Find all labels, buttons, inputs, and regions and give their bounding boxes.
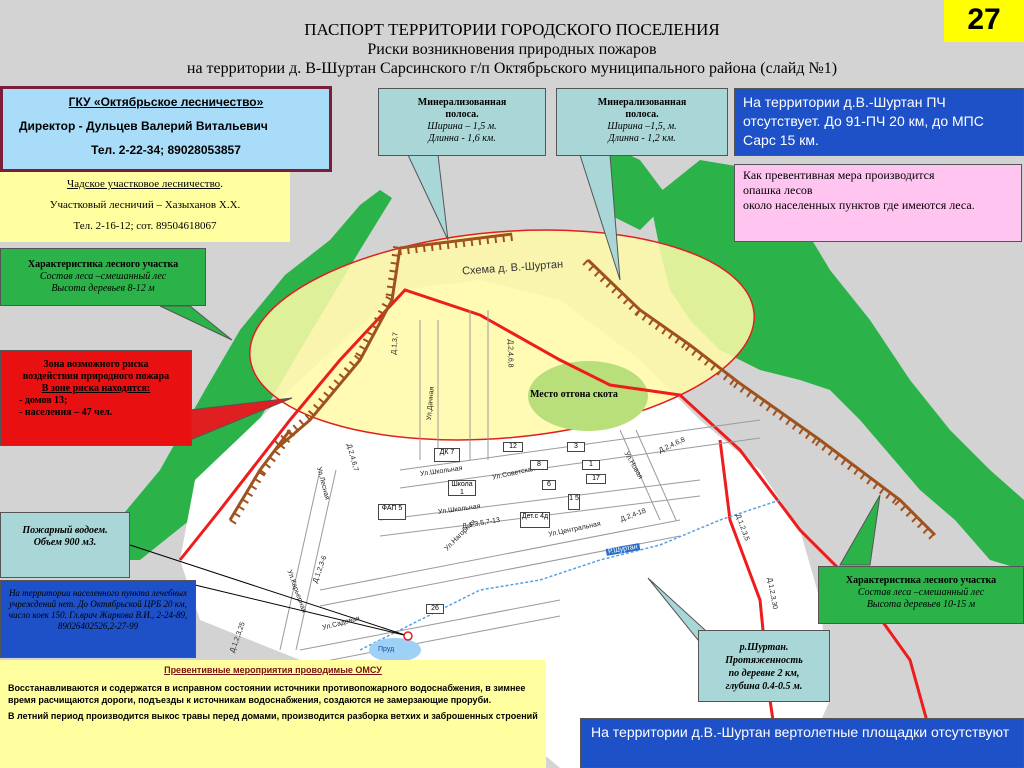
pasture-area <box>528 361 648 431</box>
firebreak-ticks <box>229 233 935 540</box>
omsu-paragraph-2: В летний период производится выкос травы… <box>8 711 538 721</box>
district-forestry-box: Чадское участковое лесничество. Участков… <box>0 172 290 242</box>
river-length: по деревне 2 км, <box>728 668 800 679</box>
omsu-prevention-box: Превентивные мероприятия проводимые ОМСУ… <box>0 660 546 768</box>
fire-pond-marker <box>403 631 413 641</box>
forest-left-height: Высота деревьев 8-12 м <box>51 283 155 294</box>
building-fap: ФАП 5 <box>378 504 406 520</box>
forest-left-pointer <box>159 305 233 341</box>
strip1-length: Длинна - 1,6 км. <box>428 133 496 144</box>
strip1-width: Ширина – 1,5 м. <box>427 121 497 132</box>
strip2-width: Ширина –1,5, м. <box>607 121 677 132</box>
river-name: р.Шуртан. <box>739 642 789 653</box>
forest-right <box>650 160 1024 570</box>
page-title: ПАСПОРТ ТЕРРИТОРИИ ГОРОДСКОГО ПОСЕЛЕНИЯ <box>304 20 720 39</box>
river-line <box>359 499 781 651</box>
slide-number: 27 <box>944 0 1024 42</box>
prevention-line3: около населенных пунктов где имеются лес… <box>743 198 975 212</box>
building-8: 8 <box>530 460 548 470</box>
building-kindergarten: Дет.с 4д <box>520 512 550 528</box>
district-forestry-phone: Тел. 2-16-12; сот. 89504618067 <box>73 220 217 232</box>
forest-right-title: Характеристика лесного участка <box>845 575 997 586</box>
forestry-director: Директор - Дульцев Валерий Витальевич <box>19 119 268 133</box>
pond <box>369 638 421 662</box>
district-forester: Участковый лесничий – Хазыханов Х.Х. <box>49 199 241 211</box>
forest-characteristics-left: Характеристика лесного участка Состав ле… <box>0 248 206 306</box>
fire-station-text: На территории д.В.-Шуртан ПЧ отсутствует… <box>743 94 984 148</box>
strip2-length: Длинна - 1,2 км. <box>608 133 676 144</box>
building-12: 12 <box>503 442 523 452</box>
building-1: 1 <box>582 460 600 470</box>
strip2-title1: Минерализованная <box>597 97 687 108</box>
pond-connector <box>129 544 409 637</box>
fire-pond-callout: Пожарный водоем. Объем 900 м3. <box>0 512 130 578</box>
forest-right-pointer <box>839 494 881 566</box>
building-6: 6 <box>542 480 556 490</box>
pasture-label: Место отгона скота <box>530 389 618 400</box>
helipad-box: На территории д.В.-Шуртан вертолетные пл… <box>580 718 1024 768</box>
river-depth: глубина 0.4-0.5 м. <box>725 681 803 692</box>
omsu-title: Превентивные мероприятия проводимые ОМСУ <box>164 665 382 675</box>
river-length-label: Протяженность <box>725 655 803 666</box>
risk-zone-box: Зона возможного риска воздействия природ… <box>0 350 192 446</box>
forestry-phone: Тел. 2-22-34; 89028053857 <box>91 143 241 157</box>
header: ПАСПОРТ ТЕРРИТОРИИ ГОРОДСКОГО ПОСЕЛЕНИЯ … <box>0 0 1024 86</box>
strip1-pointer <box>407 154 449 241</box>
mineralized-strip-1-callout: Минерализованная полоса. Ширина – 1,5 м.… <box>378 88 546 156</box>
strip1-title1: Минерализованная <box>417 97 507 108</box>
prevention-line2: опашка лесов <box>743 183 813 197</box>
mineralized-strip-2-callout: Минерализованная полоса. Ширина –1,5, м.… <box>556 88 728 156</box>
strip2-title2: полоса. <box>625 109 659 120</box>
risk-zone-population: - населения – 47 чел. <box>19 407 113 418</box>
building-15: 1 5 <box>568 494 580 510</box>
page-subtitle-location: на территории д. В-Шуртан Сарсинского г/… <box>186 60 838 77</box>
medical-text: На территории населенного пункта лечебны… <box>8 588 188 631</box>
forest-right-height: Высота деревьев 10-15 м <box>866 599 976 610</box>
medical-connector <box>194 584 409 637</box>
strip1-title2: полоса. <box>445 109 479 120</box>
forest-characteristics-right: Характеристика лесного участка Состав ле… <box>818 566 1024 624</box>
district-forestry-name-suffix: . <box>220 178 223 190</box>
house-label-8: Д.2,4,6,8 <box>506 339 514 368</box>
prevention-measure-box: Как превентивная мера производится опашк… <box>734 164 1022 242</box>
river-callout: р.Шуртан. Протяженность по деревне 2 км,… <box>698 630 830 702</box>
page-subtitle: Риски возникновения природных пожаров <box>367 41 657 58</box>
building-17: 17 <box>586 474 606 484</box>
medical-info-box: На территории населенного пункта лечебны… <box>0 580 196 658</box>
building-dk: ДК 7 <box>434 448 460 462</box>
district-forestry-name: Чадское участковое лесничество <box>67 178 221 190</box>
forest-left-title: Характеристика лесного участка <box>27 259 179 270</box>
prevention-line1: Как превентивная мера производится <box>743 168 935 182</box>
helipad-text: На территории д.В.-Шуртан вертолетные пл… <box>591 724 1010 740</box>
forestry-org: ГКУ «Октябрьское лесничество» <box>68 95 264 109</box>
omsu-paragraph-1: Восстанавливаются и содержатся в исправн… <box>8 683 526 705</box>
building-school: Школа 1 <box>448 480 476 496</box>
building-26: 26 <box>426 604 444 614</box>
forest-left-composition: Состав леса –смешанный лес <box>39 271 167 282</box>
fire-station-box: На территории д.В.-Шуртан ПЧ отсутствует… <box>734 88 1024 156</box>
forest-right-composition: Состав леса –смешанный лес <box>857 587 985 598</box>
forestry-info-box: ГКУ «Октябрьское лесничество» Директор -… <box>0 86 332 172</box>
firebreak-1 <box>399 232 513 250</box>
fire-pond-text: Пожарный водоем. Объем 900 м3. <box>22 525 108 548</box>
pond-map-label: Пруд <box>378 646 395 653</box>
risk-zone-houses: - домов 13; <box>19 395 68 406</box>
risk-zone-title: Зона возможного риска воздействия природ… <box>22 359 170 382</box>
risk-zone-subtitle: В зоне риска находятся: <box>41 383 151 394</box>
building-3: 3 <box>567 442 585 452</box>
